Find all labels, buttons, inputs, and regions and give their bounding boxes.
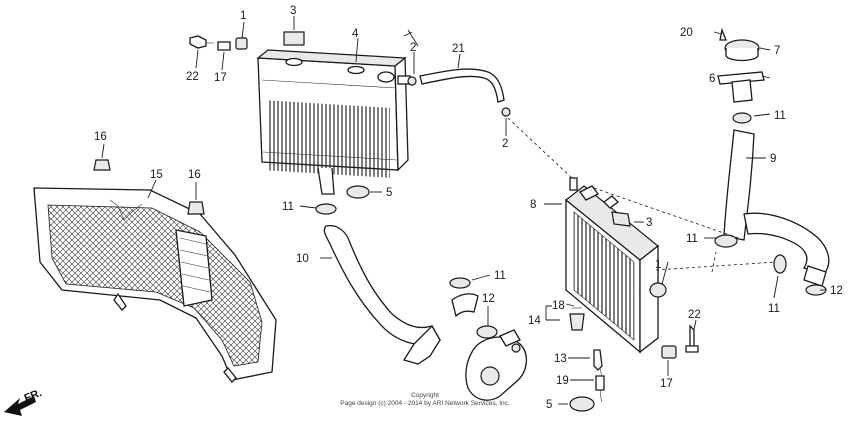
lower-radiator-core xyxy=(573,211,635,341)
upper-radiator-core xyxy=(268,100,390,178)
callout-2-lower: 2 xyxy=(502,138,508,150)
callout-8: 8 xyxy=(530,199,536,211)
callout-16-right: 16 xyxy=(188,169,201,181)
callout-17-lower: 17 xyxy=(660,378,673,390)
hose-clamp-pump xyxy=(476,325,498,339)
callout-1-upper: 1 xyxy=(240,10,246,22)
filler-neck-and-cap xyxy=(717,27,765,124)
shroud-fasteners-16 xyxy=(93,159,205,215)
callout-13: 13 xyxy=(554,353,567,365)
callout-11-hose: 11 xyxy=(686,233,698,245)
callout-11-mid: 11 xyxy=(494,270,506,282)
upper-filler-neck xyxy=(377,71,395,83)
copyright-line-1: Copyright xyxy=(411,392,439,399)
front-arrow-icon xyxy=(4,396,36,416)
label-plate-lower xyxy=(611,211,631,227)
callout-11-neck: 11 xyxy=(774,110,786,122)
callout-5-lower: 5 xyxy=(546,399,552,411)
callout-16-left: 16 xyxy=(94,131,107,143)
callout-11-lower: 11 xyxy=(768,303,780,315)
callout-15: 15 xyxy=(150,169,163,181)
callout-5-upper: 5 xyxy=(386,187,392,199)
upper-radiator xyxy=(256,49,411,195)
callout-labels: 1 1 2 2 3 3 4 5 5 6 7 8 9 10 11 11 11 11… xyxy=(94,5,843,411)
radiator-shroud xyxy=(33,187,277,383)
callout-22-lower: 22 xyxy=(688,309,701,321)
upper-hose-21 xyxy=(403,29,511,117)
callout-19: 19 xyxy=(556,375,569,387)
callout-10: 10 xyxy=(296,253,309,265)
hose-9 xyxy=(714,129,830,296)
grommet-upper xyxy=(346,185,370,199)
lower-cap xyxy=(649,282,667,298)
water-pump xyxy=(465,329,527,401)
callout-20: 20 xyxy=(680,27,693,39)
copyright-line-2: Page design (c) 2004 - 2014 by ARI Netwo… xyxy=(340,400,510,407)
callout-7: 7 xyxy=(774,45,780,57)
hose-clamp-mid xyxy=(449,277,471,289)
lower-hose-10 xyxy=(323,224,479,365)
callout-14: 14 xyxy=(528,315,541,327)
callout-1-lower: 1 xyxy=(655,259,661,271)
callout-11-upper: 11 xyxy=(282,201,294,213)
callout-9: 9 xyxy=(770,153,776,165)
copyright: Copyright Page design (c) 2004 - 2014 by… xyxy=(340,392,510,407)
front-direction-marker: FR. xyxy=(4,387,44,416)
callout-22-upper: 22 xyxy=(186,71,199,83)
callout-12-pump: 12 xyxy=(482,293,495,305)
upper-fasteners xyxy=(189,35,248,51)
leader-lines xyxy=(101,16,826,405)
callout-12-hose: 12 xyxy=(830,285,843,297)
lower-radiator xyxy=(565,177,659,354)
callout-2-upper: 2 xyxy=(410,42,416,54)
callout-4: 4 xyxy=(352,28,359,40)
callout-3-lower: 3 xyxy=(646,217,652,229)
lower-fasteners xyxy=(661,324,699,359)
callout-3-upper: 3 xyxy=(290,5,296,17)
thermo-switch-assembly xyxy=(569,307,605,412)
hose-clamp-upper xyxy=(315,203,337,215)
callout-6: 6 xyxy=(709,73,715,85)
front-label: FR. xyxy=(23,387,44,405)
callout-21: 21 xyxy=(452,43,465,55)
label-plate-upper xyxy=(283,31,305,46)
callout-18: 18 xyxy=(552,300,565,312)
callout-17-upper: 17 xyxy=(214,72,227,84)
